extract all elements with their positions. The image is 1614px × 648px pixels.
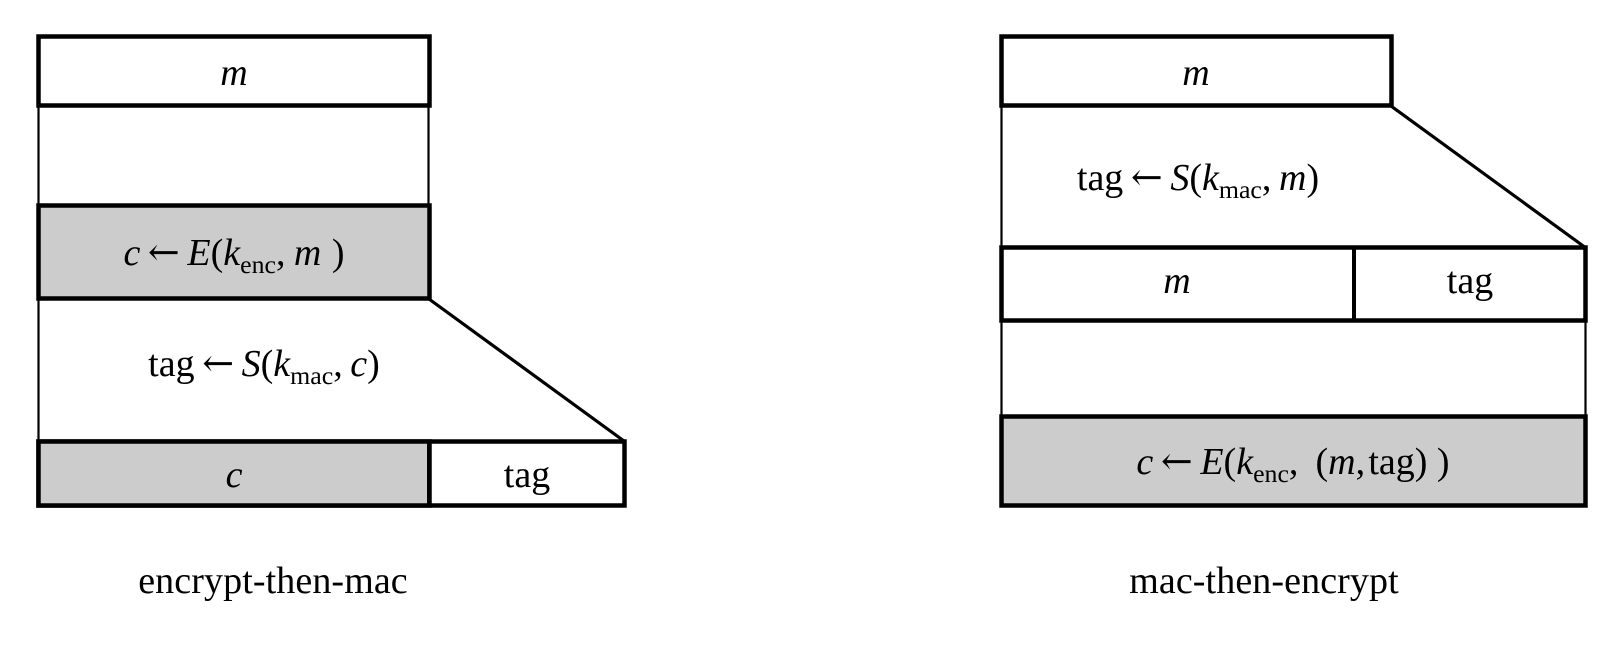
encrypt-key: k (223, 232, 241, 274)
mac-key: k (273, 343, 291, 385)
encrypt-key-subscript: enc (1253, 458, 1289, 488)
left-encrypt-expression: c ← E(kenc,m) (123, 230, 345, 277)
left-mac-expression: tag ← S(kmac,c) (148, 341, 380, 388)
comma: , (333, 343, 343, 385)
encrypt-fn: E (187, 232, 211, 274)
encrypt-lhs: c (123, 232, 141, 274)
encrypt-key: k (1236, 441, 1254, 483)
paren-close: ) (1436, 441, 1450, 483)
panel-mac-then-encrypt (999, 34, 1588, 508)
left-diagonal-connector (428, 297, 625, 443)
right-encrypt-expression: c ← E(kenc,(m, tag)) (1136, 439, 1450, 486)
inner-comma: , (1355, 441, 1369, 483)
right-intermediate-tag-label: tag (1446, 260, 1494, 302)
encrypt-fn: E (1200, 441, 1224, 483)
encrypt-lhs: c (1136, 441, 1154, 483)
caption-encrypt-then-mac: encrypt-then-mac (138, 560, 408, 602)
panel-encrypt-then-mac (36, 34, 627, 508)
right-intermediate-m-label: m (1163, 260, 1191, 302)
mac-arg: m (1279, 157, 1307, 199)
left-arrow-icon: ← (194, 341, 242, 385)
encrypt-arg-tag: tag (1368, 441, 1415, 483)
mac-key-subscript: mac (1218, 174, 1262, 204)
mac-fn: S (1170, 157, 1190, 199)
left-output-c-label: c (225, 454, 243, 496)
encrypt-key-subscript: enc (240, 249, 276, 279)
mac-lhs: tag (1076, 157, 1124, 199)
right-encrypt-box (999, 414, 1588, 508)
paren-close: ) (1306, 157, 1320, 199)
right-m-box (999, 34, 1394, 108)
mac-fn: S (241, 343, 261, 385)
mac-arg: c (350, 343, 368, 385)
right-diagonal-connector (1390, 104, 1587, 250)
right-mac-expression: tag ← S(kmac,m) (1076, 155, 1320, 202)
encrypt-arg-m: m (1328, 441, 1356, 483)
left-arrow-icon: ← (1123, 155, 1171, 199)
left-output-tag-label: tag (503, 454, 551, 496)
inner-paren-open: ( (1315, 441, 1329, 483)
paren-close: ) (331, 232, 345, 274)
left-arrow-icon: ← (140, 230, 188, 274)
paren-open: ( (260, 343, 274, 385)
paren-open: ( (1189, 157, 1203, 199)
caption-mac-then-encrypt: mac-then-encrypt (1129, 560, 1399, 602)
inner-paren-close: ) (1414, 441, 1428, 483)
comma: , (275, 232, 286, 274)
right-m-label: m (1182, 52, 1210, 94)
encrypt-arg: m (293, 232, 322, 274)
left-m-label: m (220, 52, 248, 94)
mac-key: k (1202, 157, 1219, 199)
right-intermediate-box (999, 245, 1588, 323)
paren-open: ( (210, 232, 224, 274)
left-m-box (36, 34, 432, 108)
left-encrypt-box (36, 203, 432, 301)
left-output-c-cell-shape (36, 439, 432, 508)
paren-close: ) (367, 343, 380, 385)
mac-lhs: tag (148, 343, 195, 385)
comma: , (1288, 441, 1299, 483)
comma: , (1261, 157, 1272, 199)
paren-open: ( (1223, 441, 1237, 483)
left-arrow-icon: ← (1153, 439, 1201, 483)
mac-key-subscript: mac (290, 360, 334, 390)
